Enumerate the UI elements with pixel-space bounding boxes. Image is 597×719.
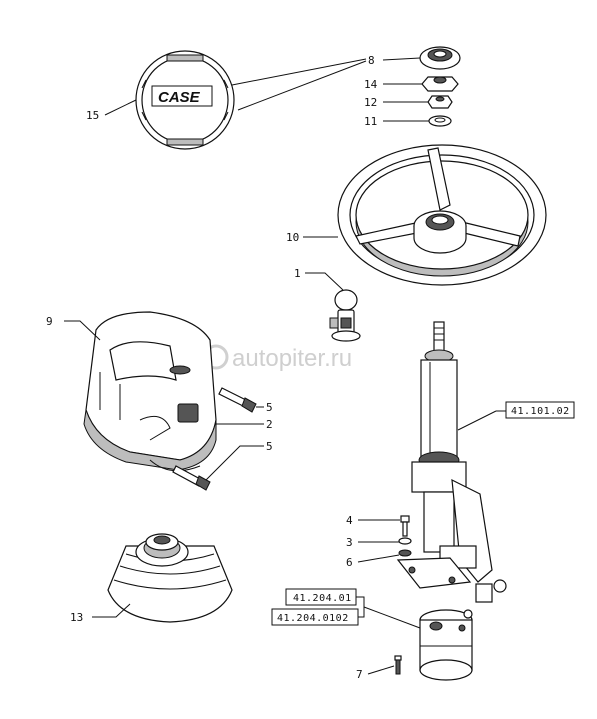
horn-cap: CASE [135, 50, 235, 150]
callout-13: 13 [70, 611, 83, 624]
callout-4: 4 [346, 514, 353, 527]
washer [428, 115, 452, 127]
callout-2: 2 [266, 418, 273, 431]
steering-valve [419, 609, 473, 681]
watermark: autopiter.ru [203, 344, 352, 372]
ref-steering-column: 41.101.02 [511, 406, 570, 417]
callout-9: 9 [46, 315, 53, 328]
rubber-boot [107, 533, 233, 623]
callout-8: 8 [368, 54, 375, 67]
washer-small [398, 537, 412, 545]
screw [394, 655, 402, 675]
callout-11: 11 [364, 115, 377, 128]
spinner-knob [329, 289, 361, 342]
ref-pump-a: 41.204.01 [293, 593, 352, 604]
column-shroud [83, 311, 217, 472]
callout-1: 1 [294, 267, 301, 280]
callout-3: 3 [346, 536, 353, 549]
steering-column [396, 321, 507, 603]
callout-15: 15 [86, 109, 99, 122]
ref-pump-b: 41.204.0102 [277, 613, 349, 624]
callout-10: 10 [286, 231, 299, 244]
callout-5-upper: 5 [266, 401, 273, 414]
bolt-upper [218, 387, 257, 413]
callout-7: 7 [356, 668, 363, 681]
bolt-lower [172, 465, 211, 491]
callout-6: 6 [346, 556, 353, 569]
callout-12: 12 [364, 96, 377, 109]
callout-14: 14 [364, 78, 378, 91]
lock-nut [427, 95, 453, 109]
watermark-text: autopiter.ru [232, 345, 352, 372]
lock-washer [398, 549, 412, 557]
callout-5-lower: 5 [266, 440, 273, 453]
nut [421, 76, 459, 92]
case-logo-text: CASE [158, 89, 201, 106]
bushing [419, 46, 461, 70]
bolt-small [400, 515, 410, 537]
steering-wheel [337, 144, 547, 286]
